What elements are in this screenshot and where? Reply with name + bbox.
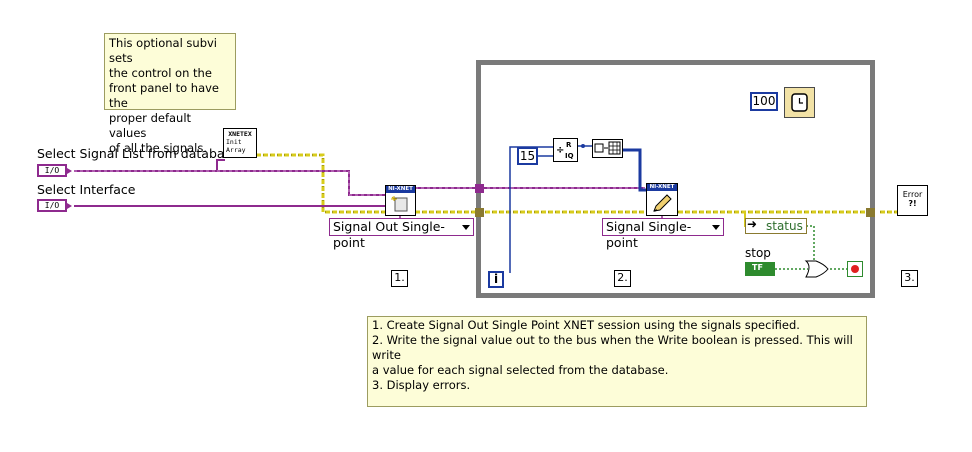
init-array-subvi[interactable]: XNETEX Init Array: [223, 128, 257, 158]
init-array-line: Init: [226, 138, 242, 146]
comment-top-line: front panel to have the: [109, 81, 219, 110]
random-out-dot: [581, 144, 585, 148]
array-wire[interactable]: [622, 148, 646, 192]
stop-label: stop: [745, 246, 771, 260]
interface-label: Select Interface: [37, 182, 136, 197]
create-icon: [391, 196, 408, 212]
create-mode-text: Signal Out Single-point: [333, 219, 445, 250]
index-wire: [509, 146, 553, 273]
error-handler-line: Error: [902, 190, 923, 199]
xnet-create-header: NI-XNET: [386, 186, 415, 193]
signal-list-label: Select Signal List from database: [37, 146, 239, 161]
or-gate[interactable]: [804, 260, 829, 278]
xnet-write-node[interactable]: NI-XNET: [646, 183, 678, 216]
step2-tag: 2.: [614, 270, 631, 287]
init-array-line: XNETEX: [228, 130, 252, 138]
pencil-icon: [653, 194, 672, 212]
comment-top-line: of all the signals.: [109, 141, 208, 155]
comment-top-line: This optional subvi sets: [109, 36, 217, 65]
comment-top-line: the control on the: [109, 66, 212, 80]
quotient-remainder-node[interactable]: ÷ R IQ: [553, 138, 578, 162]
error-handler-line: ?!: [908, 199, 917, 208]
error-handler-node[interactable]: Error ?!: [897, 185, 928, 216]
while-loop[interactable]: [476, 60, 875, 298]
signal-list-terminal[interactable]: I/O: [37, 164, 72, 177]
comment-bottom-line: 1. Create Signal Out Single Point XNET s…: [372, 318, 800, 332]
wait-ms-constant[interactable]: 100: [750, 92, 778, 111]
stop-condition-icon: [851, 265, 859, 273]
error-tunnel-right: [866, 208, 875, 217]
xnet-create-session-node[interactable]: NI-XNET: [385, 185, 416, 216]
status-bool-wire: [806, 225, 815, 263]
arrow-right-icon: ➜: [747, 217, 758, 231]
comment-bottom-line: a value for each signal selected from th…: [372, 363, 669, 377]
stop-button-text: TF: [752, 263, 763, 272]
comment-bottom: 1. Create Signal Out Single Point XNET s…: [367, 316, 867, 407]
step1-tag: 1.: [391, 270, 408, 287]
init-array-line: Array: [226, 146, 246, 154]
build-array-node[interactable]: [592, 139, 623, 158]
comment-bottom-line: 3. Display errors.: [372, 378, 471, 392]
svg-text:R: R: [566, 141, 572, 149]
loop-index-terminal: i: [488, 271, 504, 288]
signal-list-wire-inner: [74, 170, 385, 196]
random-count-constant[interactable]: 15: [517, 147, 538, 165]
error-wire[interactable]: [256, 153, 897, 214]
clock-icon: [791, 93, 808, 112]
comment-bottom-line: 2. Write the signal value out to the bus…: [372, 333, 853, 362]
stop-button-terminal[interactable]: TF: [745, 262, 775, 276]
interface-terminal[interactable]: I/O: [37, 199, 72, 212]
session-tunnel-left: [475, 184, 484, 193]
step3-tag: 3.: [901, 270, 918, 287]
write-mode-text: Signal Single-point: [606, 219, 692, 250]
quotient-remainder-icon: ÷ R IQ: [556, 141, 574, 160]
xnet-write-header: NI-XNET: [647, 184, 677, 191]
svg-text:÷: ÷: [556, 145, 564, 156]
svg-text:IQ: IQ: [565, 152, 574, 160]
loop-condition-terminal[interactable]: [847, 261, 863, 277]
unbundle-status-node[interactable]: ➜ status: [745, 217, 807, 234]
create-mode-ring[interactable]: Signal Out Single-point: [329, 218, 474, 250]
status-label: status: [766, 219, 803, 233]
error-tunnel-left: [475, 208, 484, 217]
comment-top-line: proper default values: [109, 111, 192, 140]
wait-ms-node[interactable]: [784, 87, 815, 118]
write-mode-ring[interactable]: Signal Single-point: [602, 218, 724, 250]
chevron-down-icon: [712, 225, 720, 230]
chevron-down-icon: [462, 225, 470, 230]
array-icon: [594, 141, 621, 155]
comment-top: This optional subvi sets the control on …: [104, 33, 236, 155]
